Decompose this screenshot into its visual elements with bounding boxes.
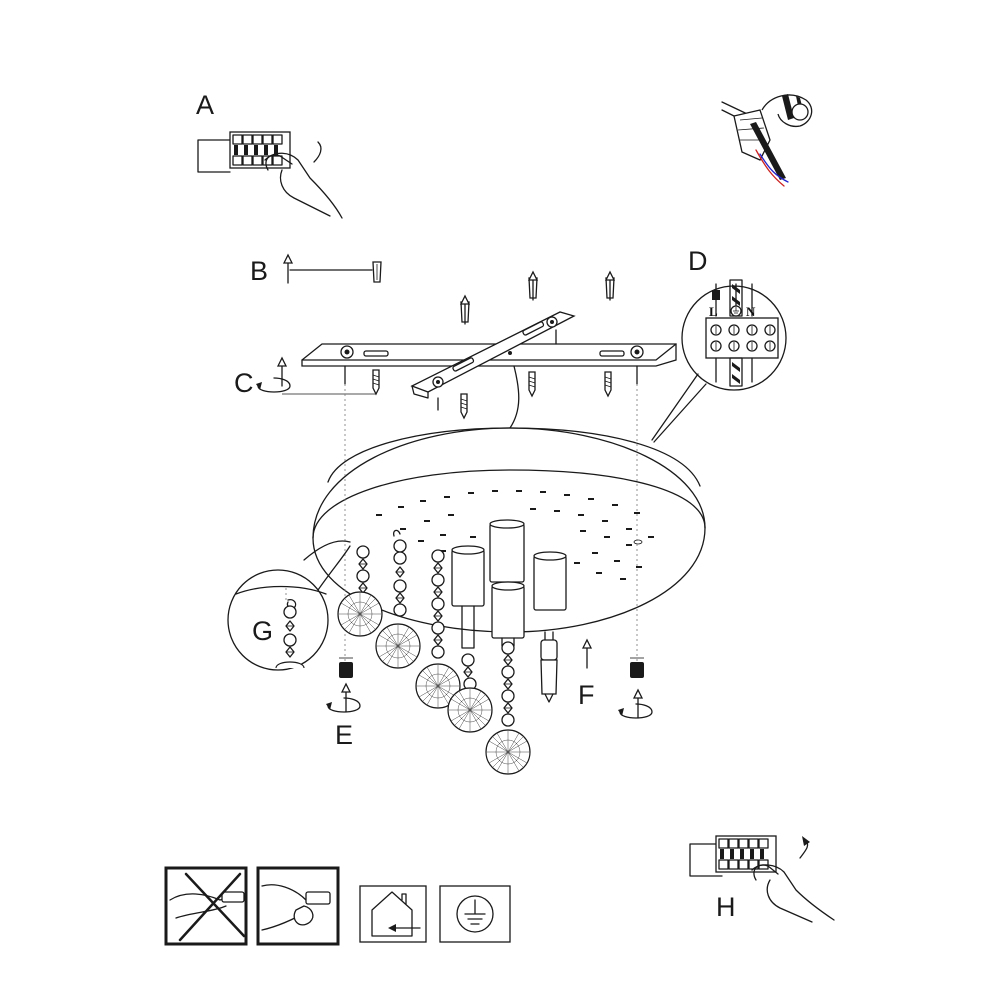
breaker-on-hand-icon (689, 835, 835, 923)
rotate-icon (325, 697, 361, 713)
step-e-label: E (335, 720, 353, 750)
hook-detail-circle (227, 569, 329, 671)
screw-icon (460, 393, 468, 419)
screw-icon (372, 369, 380, 395)
crystal-strand (375, 529, 421, 669)
cap-nut-icon (630, 662, 644, 678)
do-not-touch-bulb-bare-hand-icon (164, 866, 248, 946)
rotate-icon (255, 377, 291, 393)
terminal-live-label: L (709, 304, 718, 319)
handle-bulb-with-cloth-icon (256, 866, 340, 946)
screw-icon (604, 371, 612, 397)
terminal-strip-icon (705, 279, 779, 387)
step-d-wiring: D L N (651, 246, 787, 443)
protective-earth-icon (439, 885, 511, 943)
step-h-breaker-on: H (689, 835, 835, 923)
step-d-label: D (688, 246, 708, 276)
cap-nut-icon (339, 662, 353, 678)
arrow-up-icon (277, 357, 287, 387)
g9-bulb-icon (540, 631, 558, 703)
terminal-neutral-label: N (746, 304, 756, 319)
step-g-label: G (252, 616, 273, 646)
earth-terminal-icon (730, 305, 742, 317)
step-b-drill: B (250, 254, 382, 286)
step-f-label: F (578, 680, 595, 710)
lamp-holders (451, 519, 567, 649)
step-a-breaker-off: A (196, 90, 343, 219)
step-g-hook-detail: G (227, 540, 351, 671)
wire-nut-connector-icon (721, 94, 813, 187)
indoor-use-only-icon (359, 885, 427, 943)
step-c-bracket: C (234, 311, 677, 429)
step-b-label: B (250, 256, 268, 286)
screw-icon (528, 371, 536, 397)
step-e-cap-nuts: E (325, 657, 653, 750)
breaker-off-hand-icon (197, 131, 343, 219)
arrow-up-icon (582, 639, 592, 669)
rotate-icon (617, 703, 653, 719)
step-a-label: A (196, 90, 214, 120)
wall-plug-icon (372, 261, 382, 283)
arrow-up-icon (283, 254, 293, 284)
crystal-strand (485, 641, 531, 775)
step-h-label: H (716, 892, 736, 922)
step-c-label: C (234, 368, 254, 398)
step-f-bulb: F (540, 631, 595, 710)
